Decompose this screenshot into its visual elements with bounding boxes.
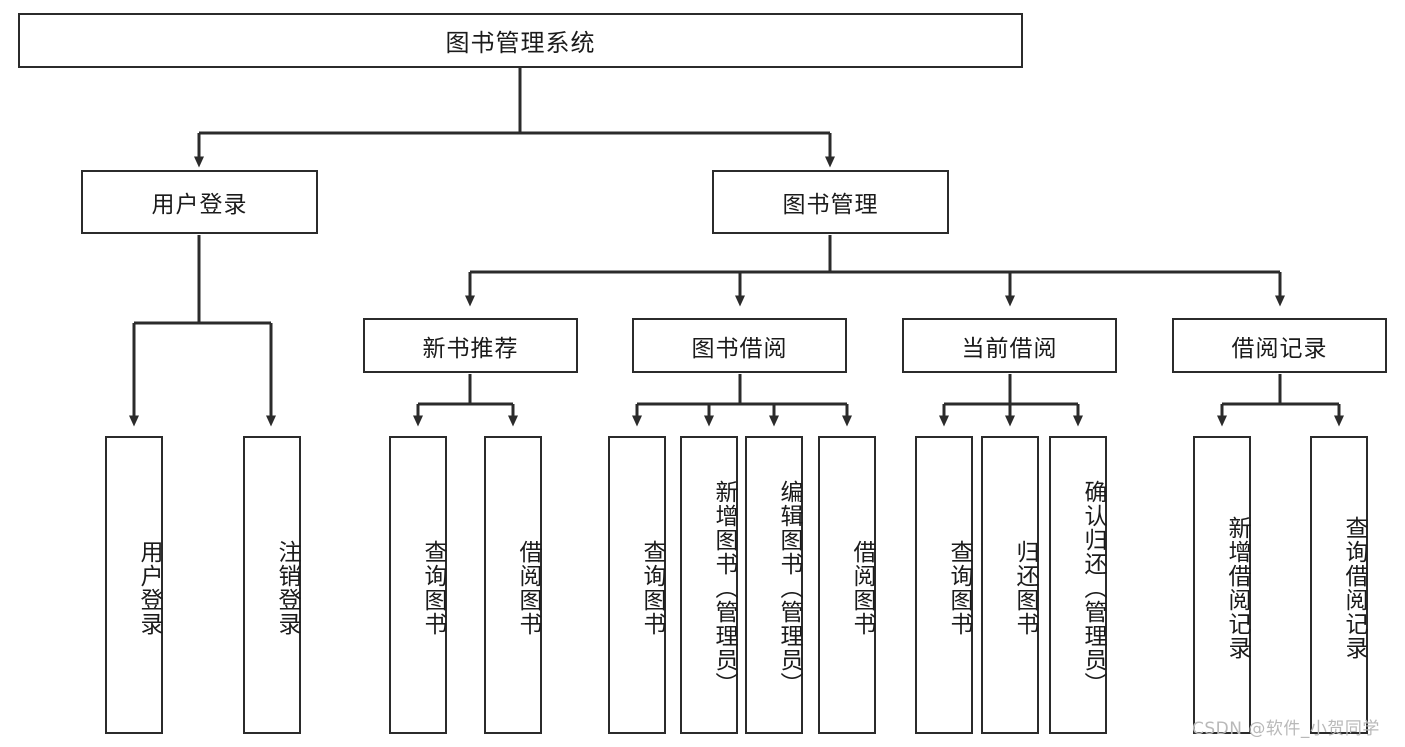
node-label: 新书推荐 — [422, 335, 519, 362]
node-label: 新增借阅记录 — [1224, 516, 1250, 660]
node-label: 编辑图书（管理员） — [776, 480, 802, 696]
node-label: 借阅记录 — [1231, 335, 1328, 362]
leaf-current-confirm-return-admin[interactable]: 确认归还（管理员） — [1049, 436, 1107, 734]
node-label: 用户登录 — [136, 540, 162, 636]
node-new-book-recommend[interactable]: 新书推荐 — [363, 318, 578, 373]
node-book-borrow[interactable]: 图书借阅 — [632, 318, 847, 373]
node-label: 归还图书 — [1012, 540, 1038, 636]
node-label: 借阅图书 — [515, 540, 541, 636]
node-label: 查询借阅记录 — [1341, 516, 1367, 660]
node-label: 新增图书（管理员） — [711, 480, 737, 696]
leaf-record-query-record[interactable]: 查询借阅记录 — [1310, 436, 1368, 734]
leaf-current-query-book[interactable]: 查询图书 — [915, 436, 973, 734]
node-label: 确认归还（管理员） — [1080, 480, 1106, 696]
node-label: 用户登录 — [151, 192, 248, 218]
node-label: 图书借阅 — [691, 335, 788, 362]
node-label: 注销登录 — [274, 540, 300, 636]
csdn-watermark: CSDN @软件_小贺同学 — [1192, 719, 1380, 739]
node-label: 图书管理系统 — [445, 29, 596, 57]
leaf-borrow-borrow-book[interactable]: 借阅图书 — [818, 436, 876, 734]
node-label: 当前借阅 — [961, 335, 1058, 362]
node-user-login[interactable]: 用户登录 — [81, 170, 318, 234]
node-label: 图书管理 — [782, 192, 879, 218]
leaf-borrow-add-book-admin[interactable]: 新增图书（管理员） — [680, 436, 738, 734]
node-label: 借阅图书 — [849, 540, 875, 636]
node-book-management[interactable]: 图书管理 — [712, 170, 949, 234]
leaf-record-add-record[interactable]: 新增借阅记录 — [1193, 436, 1251, 734]
node-label: 查询图书 — [420, 540, 446, 636]
node-current-borrow[interactable]: 当前借阅 — [902, 318, 1117, 373]
leaf-current-return-book[interactable]: 归还图书 — [981, 436, 1039, 734]
leaf-new-book-borrow[interactable]: 借阅图书 — [484, 436, 542, 734]
node-label: 查询图书 — [946, 540, 972, 636]
leaf-borrow-query-book[interactable]: 查询图书 — [608, 436, 666, 734]
leaf-new-book-query[interactable]: 查询图书 — [389, 436, 447, 734]
leaf-borrow-edit-book-admin[interactable]: 编辑图书（管理员） — [745, 436, 803, 734]
node-root-system[interactable]: 图书管理系统 — [18, 13, 1023, 68]
node-label: 查询图书 — [639, 540, 665, 636]
leaf-user-login-login[interactable]: 用户登录 — [105, 436, 163, 734]
leaf-user-login-logout[interactable]: 注销登录 — [243, 436, 301, 734]
node-borrow-record[interactable]: 借阅记录 — [1172, 318, 1387, 373]
